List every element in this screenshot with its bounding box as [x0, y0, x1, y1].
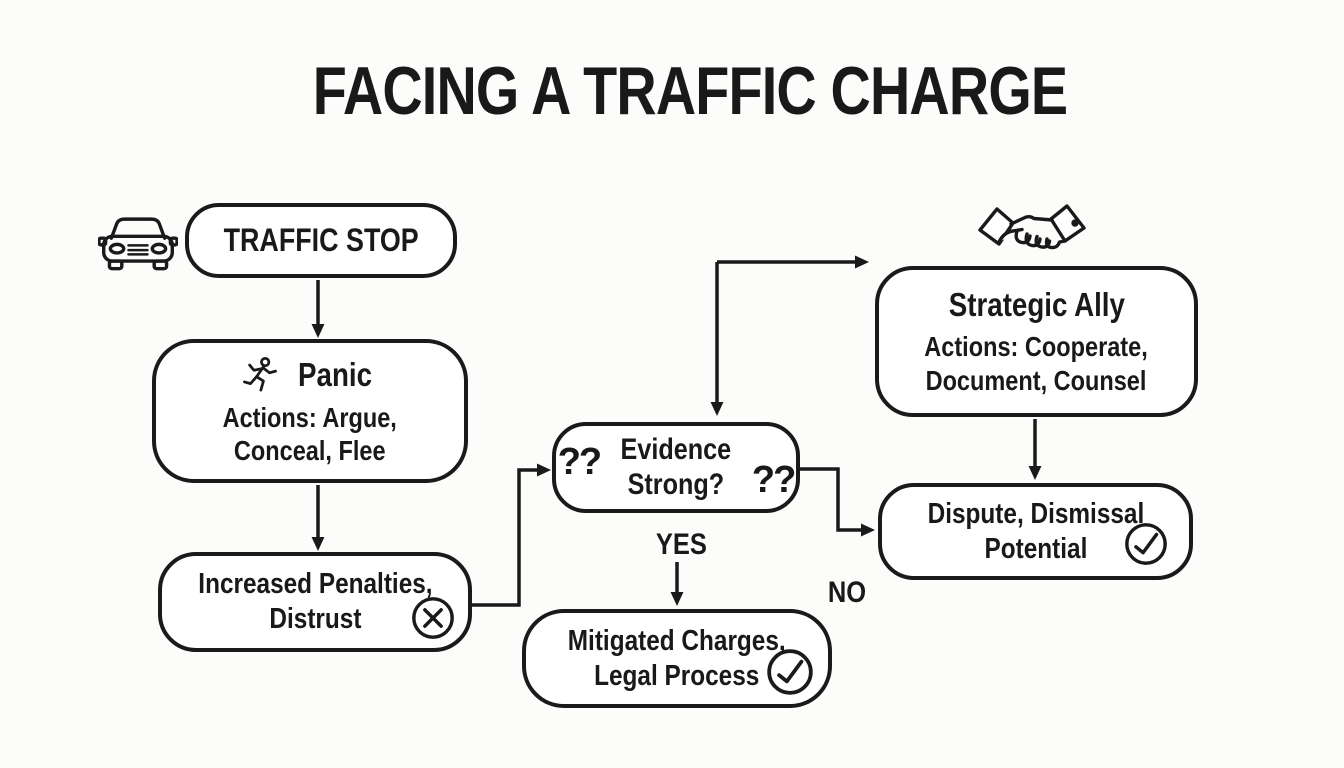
traffic-stop-label: TRAFFIC STOP	[223, 222, 419, 258]
edge-label-yes: YES	[655, 528, 707, 561]
penalties-line2: Distrust	[268, 603, 362, 635]
dispute-line1: Dispute, Dismissal	[927, 497, 1144, 530]
page-title: FACING A TRAFFIC CHARGE	[312, 53, 1068, 129]
question-marks-left: ??	[557, 441, 602, 483]
node-increased-penalties: Increased Penalties, Distrust	[158, 552, 472, 652]
x-circle-icon	[412, 597, 454, 639]
arrow-evidence-no-to-dispute	[800, 467, 875, 537]
ally-body: Actions: Cooperate, Document, Counsel	[925, 330, 1148, 396]
handshake-icon	[978, 204, 1086, 250]
evidence-line1: Evidence	[620, 433, 732, 466]
question-marks-right: ??	[751, 459, 796, 501]
node-mitigated-charges: Mitigated Charges, Legal Process	[522, 609, 832, 708]
node-dispute-dismissal: Dispute, Dismissal Potential	[878, 483, 1193, 580]
mitigated-text: Mitigated Charges, Legal Process	[568, 624, 786, 694]
check-circle-icon	[1125, 523, 1167, 565]
edge-label-no: NO	[827, 576, 867, 609]
node-traffic-stop: TRAFFIC STOP	[185, 203, 457, 278]
ally-body-line1: Actions: Cooperate,	[924, 331, 1149, 363]
node-panic: Panic Actions: Argue, Conceal, Flee	[152, 339, 468, 483]
running-person-icon	[243, 356, 277, 392]
penalties-line1: Increased Penalties,	[197, 568, 433, 601]
panic-heading: Panic	[298, 355, 372, 393]
ally-body-line2: Document, Counsel	[926, 364, 1147, 396]
evidence-strong-label: Evidence Strong?	[621, 433, 732, 502]
node-strategic-ally: Strategic Ally Actions: Cooperate, Docum…	[875, 266, 1198, 417]
panic-body-line2: Conceal, Flee	[234, 435, 386, 466]
arrow-penalties-to-evidence	[472, 463, 551, 607]
mitigated-line1: Mitigated Charges,	[568, 624, 786, 657]
dispute-text: Dispute, Dismissal Potential	[927, 497, 1144, 567]
evidence-line2: Strong?	[627, 467, 725, 501]
panic-body-line1: Actions: Argue,	[222, 401, 398, 433]
node-evidence-strong: ?? Evidence Strong? ??	[552, 422, 800, 513]
check-circle-icon	[767, 649, 813, 695]
car-icon	[98, 217, 178, 271]
penalties-text: Increased Penalties, Distrust	[198, 567, 432, 637]
panic-body: Actions: Argue, Conceal, Flee	[223, 401, 397, 467]
ally-heading: Strategic Ally	[948, 286, 1125, 324]
mitigated-line2: Legal Process	[594, 659, 760, 692]
dispute-line2: Potential	[984, 532, 1087, 565]
